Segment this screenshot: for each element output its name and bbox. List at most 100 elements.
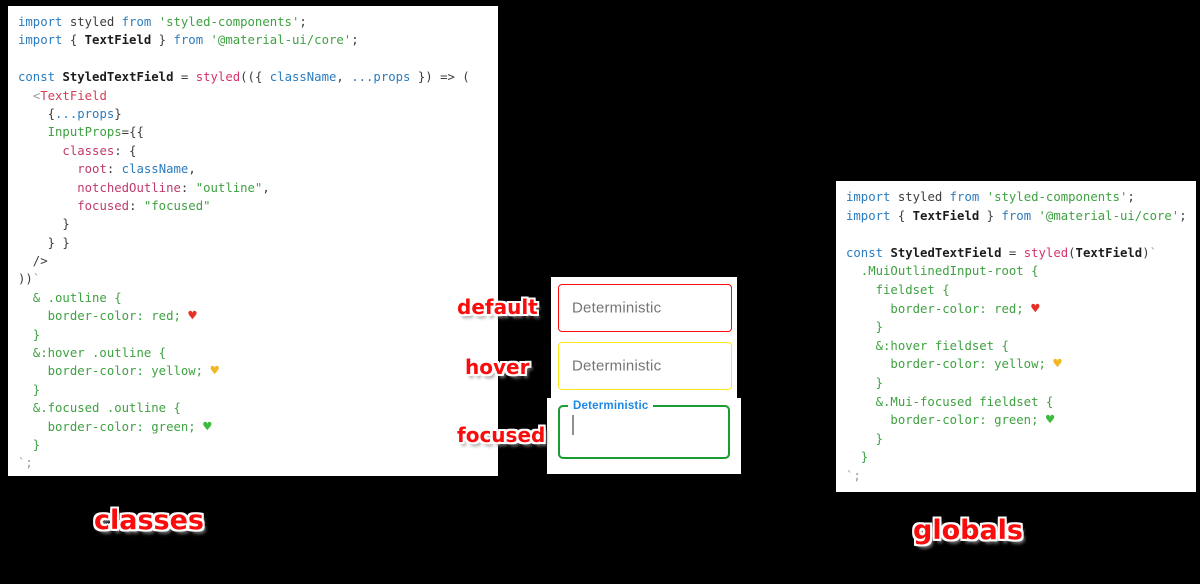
code-token [18,144,62,158]
textfield-placeholder: Deterministic [572,299,662,317]
heart-green-icon: ♥ [203,418,212,435]
code-line: border-color: green; ♥ [846,411,1190,430]
code-token: } [846,320,884,335]
code-token: border-color: green; [18,419,204,434]
code-token: ; [351,33,359,48]
code-line [18,50,492,68]
code-token: ...props [351,70,411,85]
code-token: = [173,70,196,85]
code-snippet-globals: import styled from 'styled-components';i… [836,181,1196,486]
code-token: import [18,15,63,29]
code-line: } [18,436,492,454]
code-token: const [846,245,884,260]
code-token: '@material-ui/core' [210,33,352,48]
code-token: styled [1023,245,1069,260]
code-token: &.Mui-focused fieldset { [846,394,1054,409]
code-token: : [180,180,196,195]
code-token [1031,209,1038,223]
code-token: from [121,15,152,29]
code-line: classes: { [18,142,492,160]
code-token: , [262,180,270,195]
code-token: className [269,70,337,85]
code-line: const StyledTextField = styled(({ classN… [18,68,492,86]
code-token: } [151,33,174,48]
code-token: }) => ( [410,70,470,85]
code-token: & .outline { [18,290,122,305]
code-token: } [18,217,70,232]
textfield-hover-state[interactable]: Deterministic [558,342,732,390]
code-token: 'styled-components' [986,190,1128,204]
code-token: fieldset { [846,282,950,297]
code-line: import styled from 'styled-components'; [846,188,1190,207]
state-label-default: default [457,295,538,319]
state-label-focused: focused [457,423,546,447]
code-token: ; [1127,190,1135,204]
code-token: ` [32,272,41,287]
code-token: (({ [240,70,270,85]
code-token: TextField [1075,245,1143,260]
textfield-focused-state[interactable]: Deterministic [558,400,730,459]
code-token: )) [18,272,33,287]
code-token: , [336,70,352,85]
caption-classes: classes [94,505,205,536]
code-token: { [890,208,913,223]
code-token: /> [18,254,48,269]
code-line: <TextField [18,87,492,105]
code-token: InputProps [47,125,122,140]
textfield-placeholder: Deterministic [572,357,662,375]
code-token: : [129,198,144,213]
code-token: ` [1149,245,1157,260]
code-line: border-color: green; ♥ [18,418,492,436]
code-token: } } [18,235,70,250]
code-token: , [188,162,196,177]
code-line: } [846,318,1190,337]
textfield-floating-label: Deterministic [573,400,649,412]
heart-green-icon: ♥ [1045,412,1055,429]
code-token: &:hover fieldset { [846,338,1009,353]
code-token [18,199,77,213]
code-line: } [18,381,492,399]
heart-yellow-icon: ♥ [1053,356,1062,373]
code-line [846,225,1190,244]
code-line: &.focused .outline { [18,399,492,417]
code-line: } [846,448,1190,467]
code-line: focused: "focused" [18,197,492,215]
code-token: } [18,382,41,397]
code-token: } [18,327,41,342]
code-panel-globals: import styled from 'styled-components';i… [836,181,1196,492]
heart-yellow-icon: ♥ [210,363,219,380]
code-line: } } [18,234,492,252]
code-token: border-color: yellow; [846,357,1054,372]
code-token: 'styled-components' [158,15,300,29]
code-line: } [18,215,492,233]
code-line: `; [18,454,492,472]
code-token: } [114,106,122,121]
code-line: border-color: red; ♥ [18,307,492,325]
code-token: .MuiOutlinedInput-root { [846,264,1039,279]
code-token: styled [62,15,122,29]
code-token: notchedOutline [77,180,181,195]
text-cursor [572,415,574,435]
code-token: : [106,162,122,177]
code-token: import [18,33,63,48]
code-token: } [846,450,869,465]
code-line: const StyledTextField = styled(TextField… [846,244,1190,263]
code-token: `; [846,468,861,483]
code-token: border-color: red; [18,309,189,324]
code-line: &.Mui-focused fieldset { [846,393,1190,412]
code-token: `; [18,456,33,471]
code-token: { [18,106,56,121]
code-line: `; [846,467,1190,486]
code-token: className [121,162,189,177]
code-token: &.focused .outline { [18,401,181,416]
code-token: TextField [912,208,980,223]
code-token [18,89,33,103]
code-token: ( [1068,245,1076,260]
code-token: border-color: yellow; [18,364,211,379]
code-token: root [77,162,107,177]
code-token: StyledTextField [890,245,1002,260]
textfield-default-state[interactable]: Deterministic [558,284,732,332]
code-token: import [846,190,891,204]
code-token: "outline" [195,180,263,195]
code-token: = [1001,245,1024,260]
